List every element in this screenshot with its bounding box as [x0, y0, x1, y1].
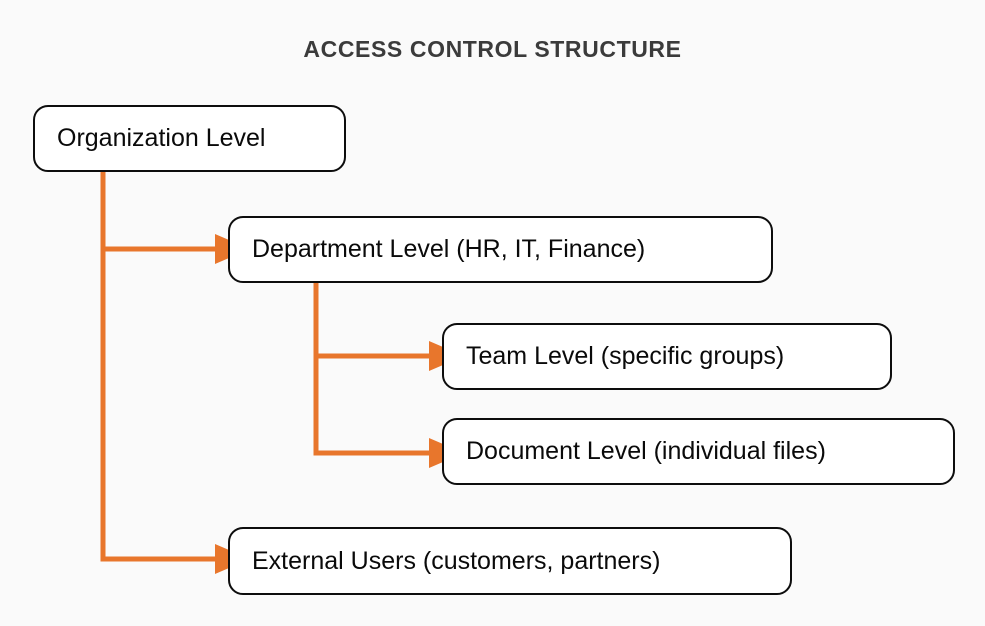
node-department-level[interactable]: Department Level (HR, IT, Finance): [228, 216, 773, 283]
edge-department-to-document: [313, 283, 464, 468]
node-document-level[interactable]: Document Level (individual files): [442, 418, 955, 485]
node-organization-level-label: Organization Level: [57, 124, 266, 152]
edge-organization-to-external: [100, 172, 250, 574]
node-external-users[interactable]: External Users (customers, partners): [228, 527, 792, 595]
node-organization-level[interactable]: Organization Level: [33, 105, 346, 172]
node-team-level-label: Team Level (specific groups): [466, 342, 785, 370]
node-document-level-label: Document Level (individual files): [466, 437, 826, 465]
edge-organization-to-department: [100, 172, 250, 264]
node-external-users-label: External Users (customers, partners): [252, 546, 661, 575]
edge-department-to-team: [313, 283, 464, 371]
node-department-level-label: Department Level (HR, IT, Finance): [252, 235, 646, 263]
page-title: ACCESS CONTROL STRUCTURE: [303, 36, 682, 62]
node-team-level[interactable]: Team Level (specific groups): [442, 323, 892, 390]
